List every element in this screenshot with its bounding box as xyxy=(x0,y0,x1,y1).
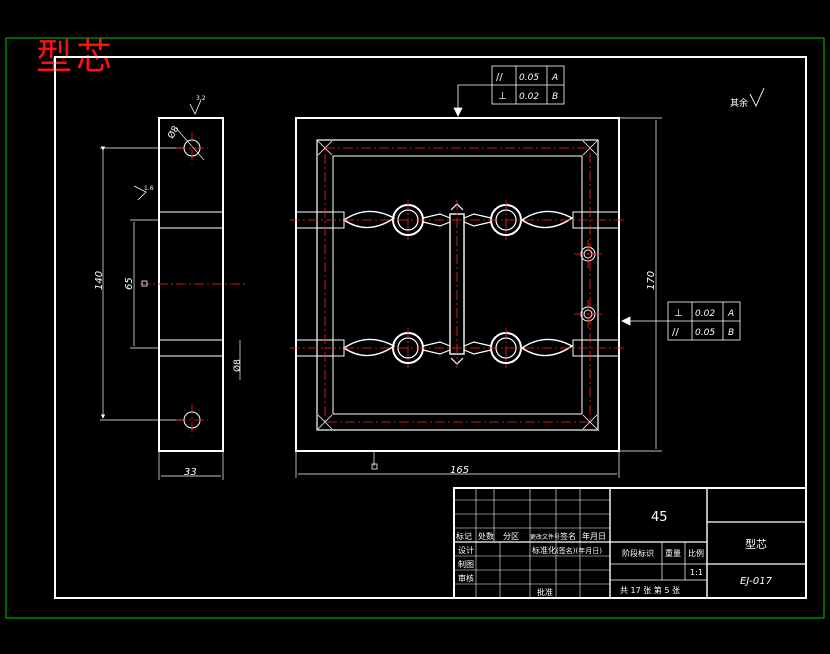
side-view xyxy=(100,99,241,480)
tol-right-1-datum: A xyxy=(727,309,734,319)
dim-main-width: 165 xyxy=(450,465,469,476)
tol-top-2-value: 0.02 xyxy=(519,92,539,102)
inner-frame xyxy=(54,56,807,599)
tb-sign-date: (签名)(年月日) xyxy=(556,546,602,555)
roughness-other-symbol xyxy=(749,87,765,108)
tb-stage-label: 阶段标识 xyxy=(622,548,654,558)
tb-material: 45 xyxy=(651,510,668,525)
tol-right-2-symbol: // xyxy=(672,327,679,338)
tb-header-zone: 分区 xyxy=(503,532,519,541)
tb-weight-label: 重量 xyxy=(665,548,681,558)
tb-part-name: 型芯 xyxy=(745,537,767,551)
tb-approve: 批准 xyxy=(537,587,553,597)
tol-right-1-symbol: ⊥ xyxy=(674,308,683,319)
main-view-centerlines xyxy=(290,147,626,423)
main-view xyxy=(295,117,662,478)
tol-right-2-datum: B xyxy=(728,328,734,338)
tol-top-1-value: 0.05 xyxy=(519,73,539,83)
dim-side-hole-bottom: Ø8 xyxy=(232,359,243,372)
tb-role-review: 审核 xyxy=(458,573,474,583)
tb-header-change-doc: 更改文件号 xyxy=(530,533,560,541)
tb-role-design: 设计 xyxy=(458,545,474,555)
roughness-side-face: 1.6 xyxy=(144,185,154,192)
dim-side-pitch: 65 xyxy=(124,277,135,290)
tb-header-mark: 标记 xyxy=(456,531,472,541)
tolerance-frame-top xyxy=(453,65,565,117)
tb-sheet-info: 共 17 张 第 5 张 xyxy=(620,585,680,595)
dim-side-height: 140 xyxy=(94,271,105,290)
tol-right-1-value: 0.02 xyxy=(695,309,715,319)
tb-role-drafting: 制图 xyxy=(458,559,474,569)
tb-drawing-no: EJ-017 xyxy=(740,576,773,587)
dim-side-hole-top: Ø8 xyxy=(166,124,182,141)
tol-top-2-symbol: ⊥ xyxy=(498,91,507,102)
tb-header-sign: 签名 xyxy=(560,531,576,541)
dim-main-height: 170 xyxy=(646,271,657,290)
title-block xyxy=(453,487,807,599)
tb-header-date: 年月日 xyxy=(582,531,606,541)
outer-border xyxy=(5,37,825,619)
tol-right-2-value: 0.05 xyxy=(695,328,715,338)
side-view-centerlines xyxy=(140,132,245,436)
tb-standardization: 标准化 xyxy=(532,545,556,555)
tolerance-frame-right xyxy=(621,301,741,341)
dim-side-width: 33 xyxy=(184,467,197,478)
tol-top-2-datum: B xyxy=(552,92,558,102)
tol-top-1-symbol: // xyxy=(496,72,503,83)
tol-top-1-datum: A xyxy=(551,73,558,83)
tb-scale-label: 比例 xyxy=(688,548,704,558)
roughness-side-top: 3.2 xyxy=(196,95,206,102)
roughness-other-label: 其余 xyxy=(730,97,748,109)
tb-header-count: 处数 xyxy=(478,531,494,541)
tb-scale: 1:1 xyxy=(690,568,703,577)
